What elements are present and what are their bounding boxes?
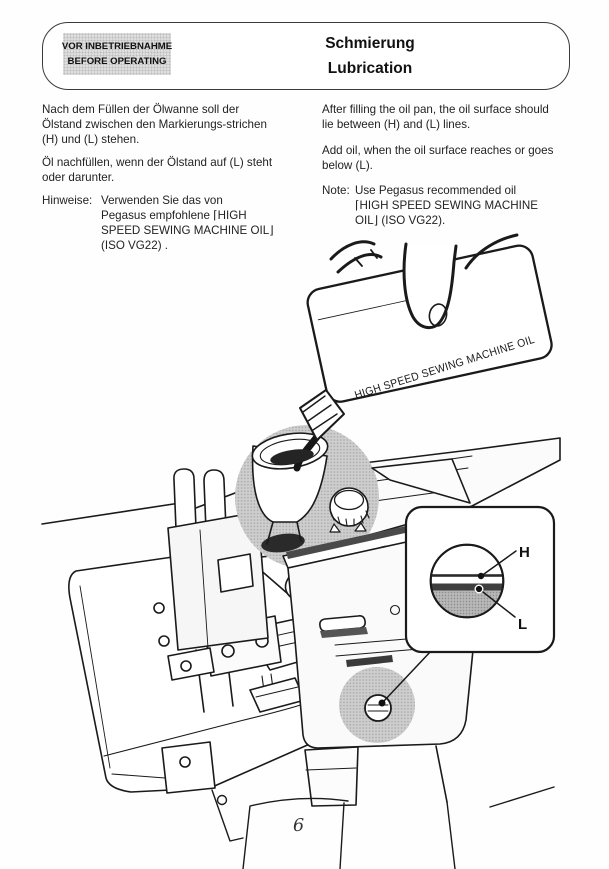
note-label: Hinweise: — [42, 194, 93, 207]
fill-hole — [261, 533, 305, 553]
text-line: lie between (H) and (L) lines. — [322, 118, 471, 131]
machine-stand — [211, 786, 555, 869]
table-edge-right — [489, 786, 555, 808]
badge-line-de: VOR INBETRIEBNAHME — [61, 41, 173, 52]
table-edge-line — [41, 502, 181, 525]
finger-through-handle — [402, 242, 458, 330]
page-title-english: Lubrication — [327, 60, 413, 77]
oil-pool — [270, 449, 314, 465]
thread-pins — [173, 468, 227, 531]
text-line: (H) und (L) stehen. — [42, 133, 140, 146]
text-line: oder darunter. — [42, 171, 115, 184]
text-line: Add oil, when the oil surface reaches or… — [322, 144, 554, 157]
bottle-spout — [299, 389, 345, 441]
inset-leader-line — [382, 649, 433, 703]
high-label: H — [519, 544, 530, 561]
text-line: Nach dem Füllen der Ölwanne soll der — [42, 103, 240, 116]
text-line: Ölstand zwischen den Markierungs-striche… — [42, 118, 267, 131]
sight-glass — [364, 694, 392, 722]
oil-cap — [329, 487, 370, 533]
section-badge: VOR INBETRIEBNAHME BEFORE OPERATING — [61, 33, 173, 75]
high-level-line — [430, 574, 504, 577]
text-line: (ISO VG22) . — [101, 239, 169, 252]
text-line: OIL⌋ (ISO VG22). — [355, 214, 446, 227]
oil-funnel — [251, 430, 329, 553]
text-line: Use Pegasus recommended oil — [355, 184, 517, 197]
fingernail — [428, 303, 448, 327]
bed-bracket — [161, 741, 216, 794]
text-line: SPEED SEWING MACHINE OIL⌋ — [101, 224, 274, 237]
pouring-hand — [329, 233, 519, 330]
text-line: Öl nachfüllen, wenn der Ölstand auf (L) … — [42, 156, 273, 169]
note-label: Note: — [322, 184, 350, 197]
oil-bottle: HIGH SPEED SEWING MACHINE OIL — [299, 233, 553, 441]
base-foot — [304, 746, 359, 807]
page-title-german: Schmierung — [325, 35, 415, 52]
text-line: below (L). — [322, 159, 373, 172]
badge-line-en: BEFORE OPERATING — [67, 56, 167, 67]
oil-level-inset: H L — [378, 505, 556, 707]
low-label: L — [518, 616, 527, 633]
machine-tower — [153, 511, 269, 651]
text-line: After filling the oil pan, the oil surfa… — [322, 103, 549, 116]
page-number: 6 — [293, 816, 304, 836]
text-line: ⌈HIGH SPEED SEWING MACHINE — [355, 199, 538, 212]
text-line: Pegasus empfohlene ⌈HIGH — [101, 209, 247, 222]
low-level-line — [430, 583, 504, 591]
text-line: Verwenden Sie das von — [101, 194, 223, 207]
